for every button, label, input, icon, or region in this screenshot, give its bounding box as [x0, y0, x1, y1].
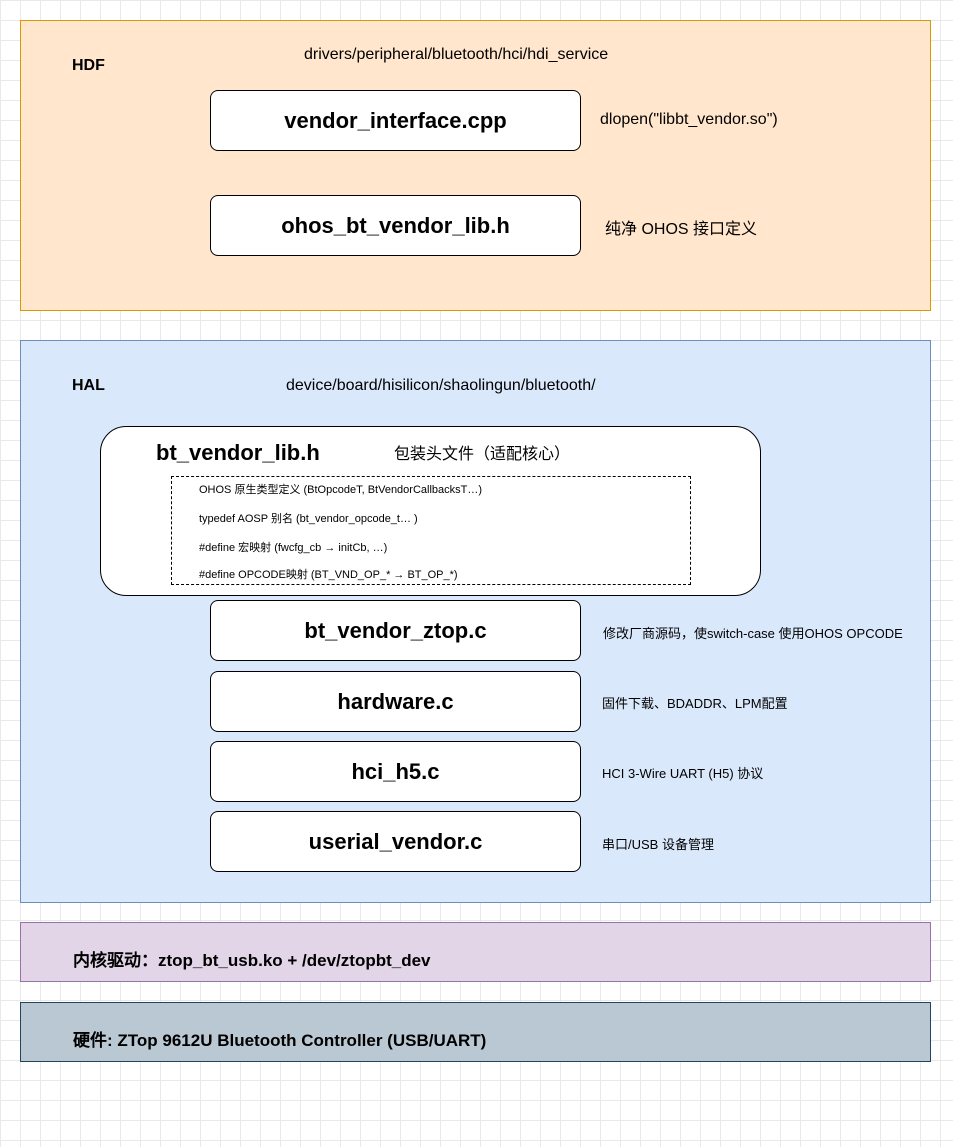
userial-vendor-note: 串口/USB 设备管理 — [602, 837, 714, 852]
userial-vendor-label: userial_vendor.c — [308, 828, 483, 854]
hdf-path-label: drivers/peripheral/bluetooth/hci/hdi_ser… — [304, 46, 609, 63]
bt-vendor-ztop-label: bt_vendor_ztop.c — [304, 617, 487, 643]
hdf-layer: HDF drivers/peripheral/bluetooth/hci/hdi… — [20, 20, 931, 311]
bt-vendor-lib-wrapper: bt_vendor_lib.h 包装头文件（适配核心） OHOS 原生类型定义 … — [100, 426, 761, 596]
userial-vendor-box: userial_vendor.c — [210, 811, 581, 872]
hardware-c-box: hardware.c — [210, 671, 581, 732]
kernel-driver-label: 内核驱动：ztop_bt_usb.ko + /dev/ztopbt_dev — [73, 951, 431, 970]
hci-h5-box: hci_h5.c — [210, 741, 581, 802]
ohos-bt-vendor-lib-label: ohos_bt_vendor_lib.h — [281, 212, 510, 238]
bt-vendor-lib-title: bt_vendor_lib.h — [156, 440, 320, 465]
hardware-c-note: 固件下载、BDADDR、LPM配置 — [602, 696, 788, 711]
hardware-c-label: hardware.c — [337, 688, 454, 714]
hdf-layer-label: HDF — [72, 57, 105, 74]
hardware-label: 硬件: ZTop 9612U Bluetooth Controller (USB… — [73, 1031, 487, 1050]
ohos-bt-vendor-lib-box: ohos_bt_vendor_lib.h — [210, 195, 581, 256]
hardware-layer: 硬件: ZTop 9612U Bluetooth Controller (USB… — [20, 1002, 931, 1062]
mapping-line-typedef: typedef AOSP 别名 (bt_vendor_opcode_t… ) — [199, 513, 418, 525]
vendor-interface-box: vendor_interface.cpp — [210, 90, 581, 151]
hal-layer-label: HAL — [72, 377, 105, 394]
hci-h5-label: hci_h5.c — [351, 758, 440, 784]
vendor-interface-note: dlopen("libbt_vendor.so") — [600, 111, 778, 128]
hal-path-label: device/board/hisilicon/shaolingun/blueto… — [286, 377, 596, 394]
ohos-bt-vendor-lib-note: 纯净 OHOS 接口定义 — [605, 221, 758, 238]
kernel-driver-layer: 内核驱动：ztop_bt_usb.ko + /dev/ztopbt_dev — [20, 922, 931, 982]
mapping-list: OHOS 原生类型定义 (BtOpcodeT, BtVendorCallback… — [171, 476, 691, 585]
hci-h5-note: HCI 3-Wire UART (H5) 协议 — [602, 766, 764, 781]
mapping-line-macros: #define 宏映射 (fwcfg_cb → initCb, …) — [199, 542, 388, 554]
vendor-interface-label: vendor_interface.cpp — [284, 107, 507, 133]
mapping-line-types: OHOS 原生类型定义 (BtOpcodeT, BtVendorCallback… — [199, 484, 483, 496]
bt-vendor-ztop-box: bt_vendor_ztop.c — [210, 600, 581, 661]
bt-vendor-lib-note: 包装头文件（适配核心） — [394, 446, 571, 463]
mapping-line-opcode: #define OPCODE映射 (BT_VND_OP_* → BT_OP_*) — [199, 569, 458, 581]
bt-vendor-ztop-note: 修改厂商源码，使switch-case 使用OHOS OPCODE — [603, 626, 903, 641]
